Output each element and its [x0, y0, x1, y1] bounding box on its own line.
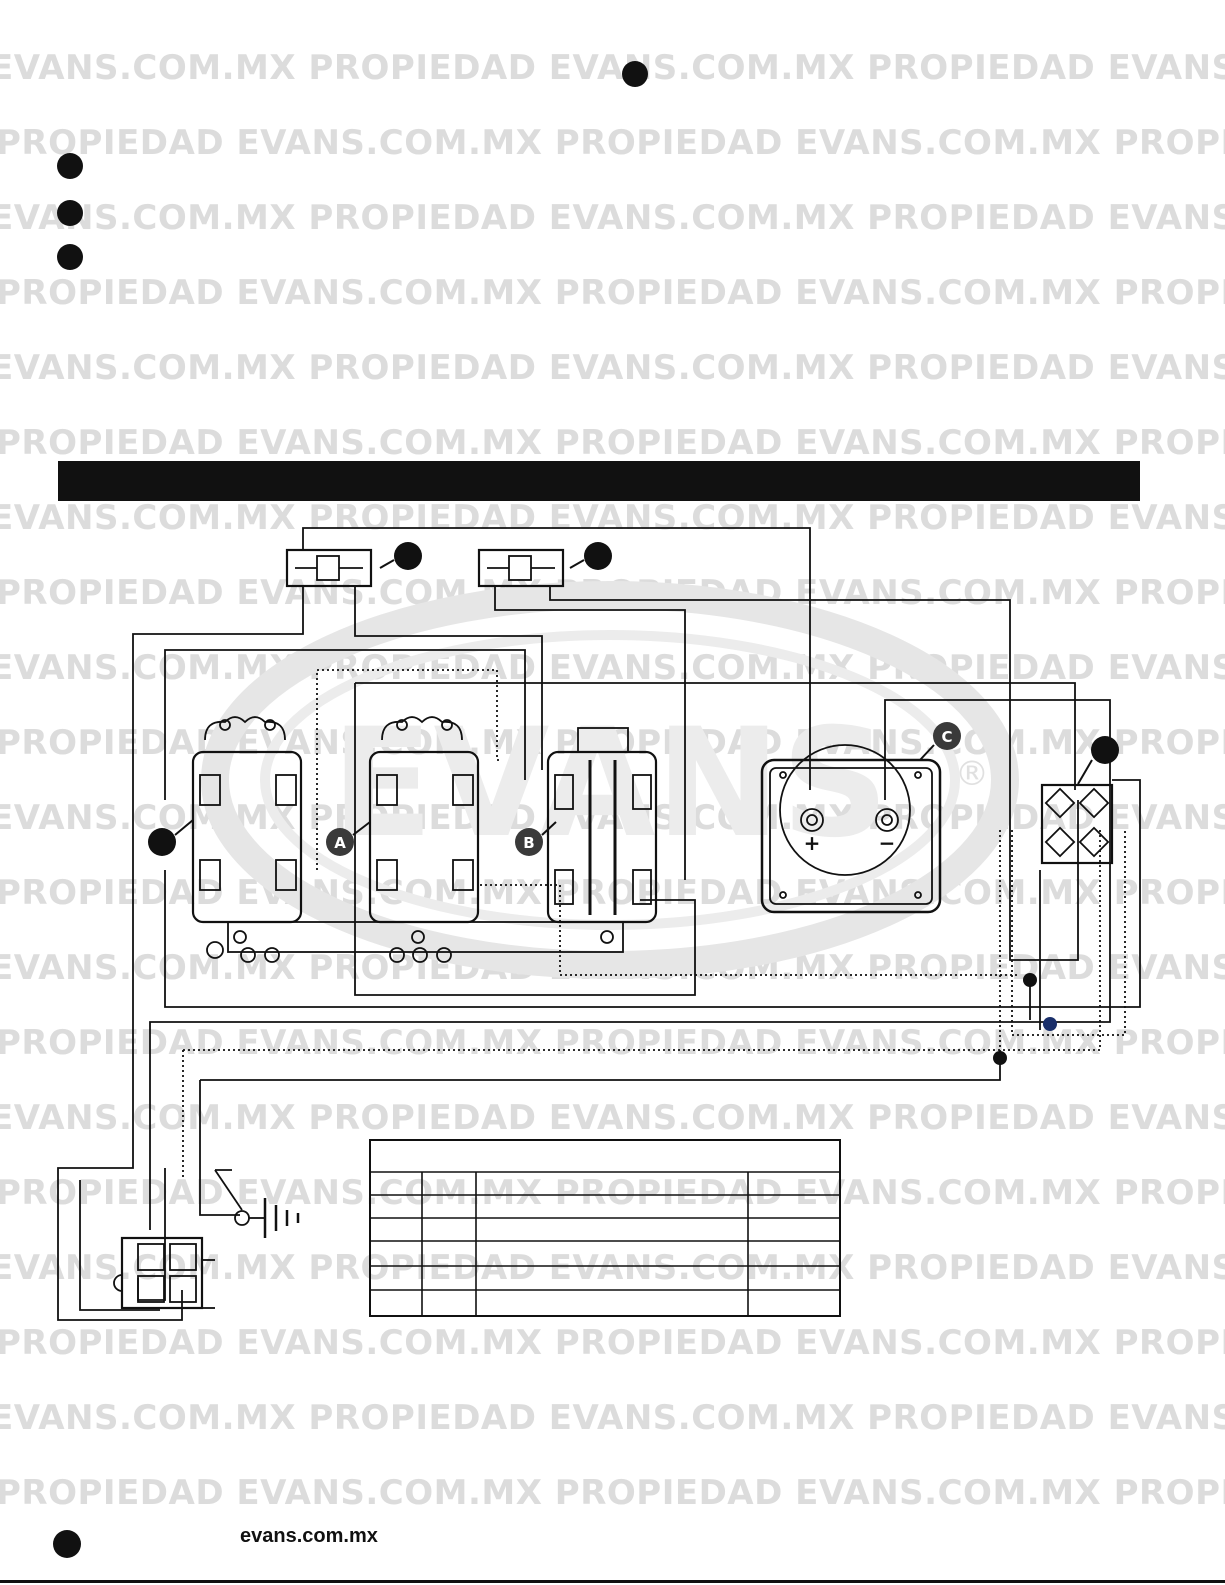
section-title-bar [58, 461, 1140, 501]
minus-label: − [879, 831, 896, 855]
logo-text: EVANS [331, 697, 889, 871]
callout-a: A [334, 834, 346, 852]
bullet-dot [57, 200, 83, 226]
footer-rule [0, 1580, 1225, 1583]
bullet-dot [622, 61, 648, 87]
registered-mark: ® [955, 754, 989, 794]
bullet-dot [57, 153, 83, 179]
footer-url[interactable]: evans.com.mx [240, 1525, 378, 1547]
callout-c: C [941, 728, 952, 746]
bullet-dot [57, 244, 83, 270]
page-number-dot [53, 1530, 81, 1558]
callout-b: B [523, 834, 534, 852]
plus-label: + [804, 831, 821, 855]
